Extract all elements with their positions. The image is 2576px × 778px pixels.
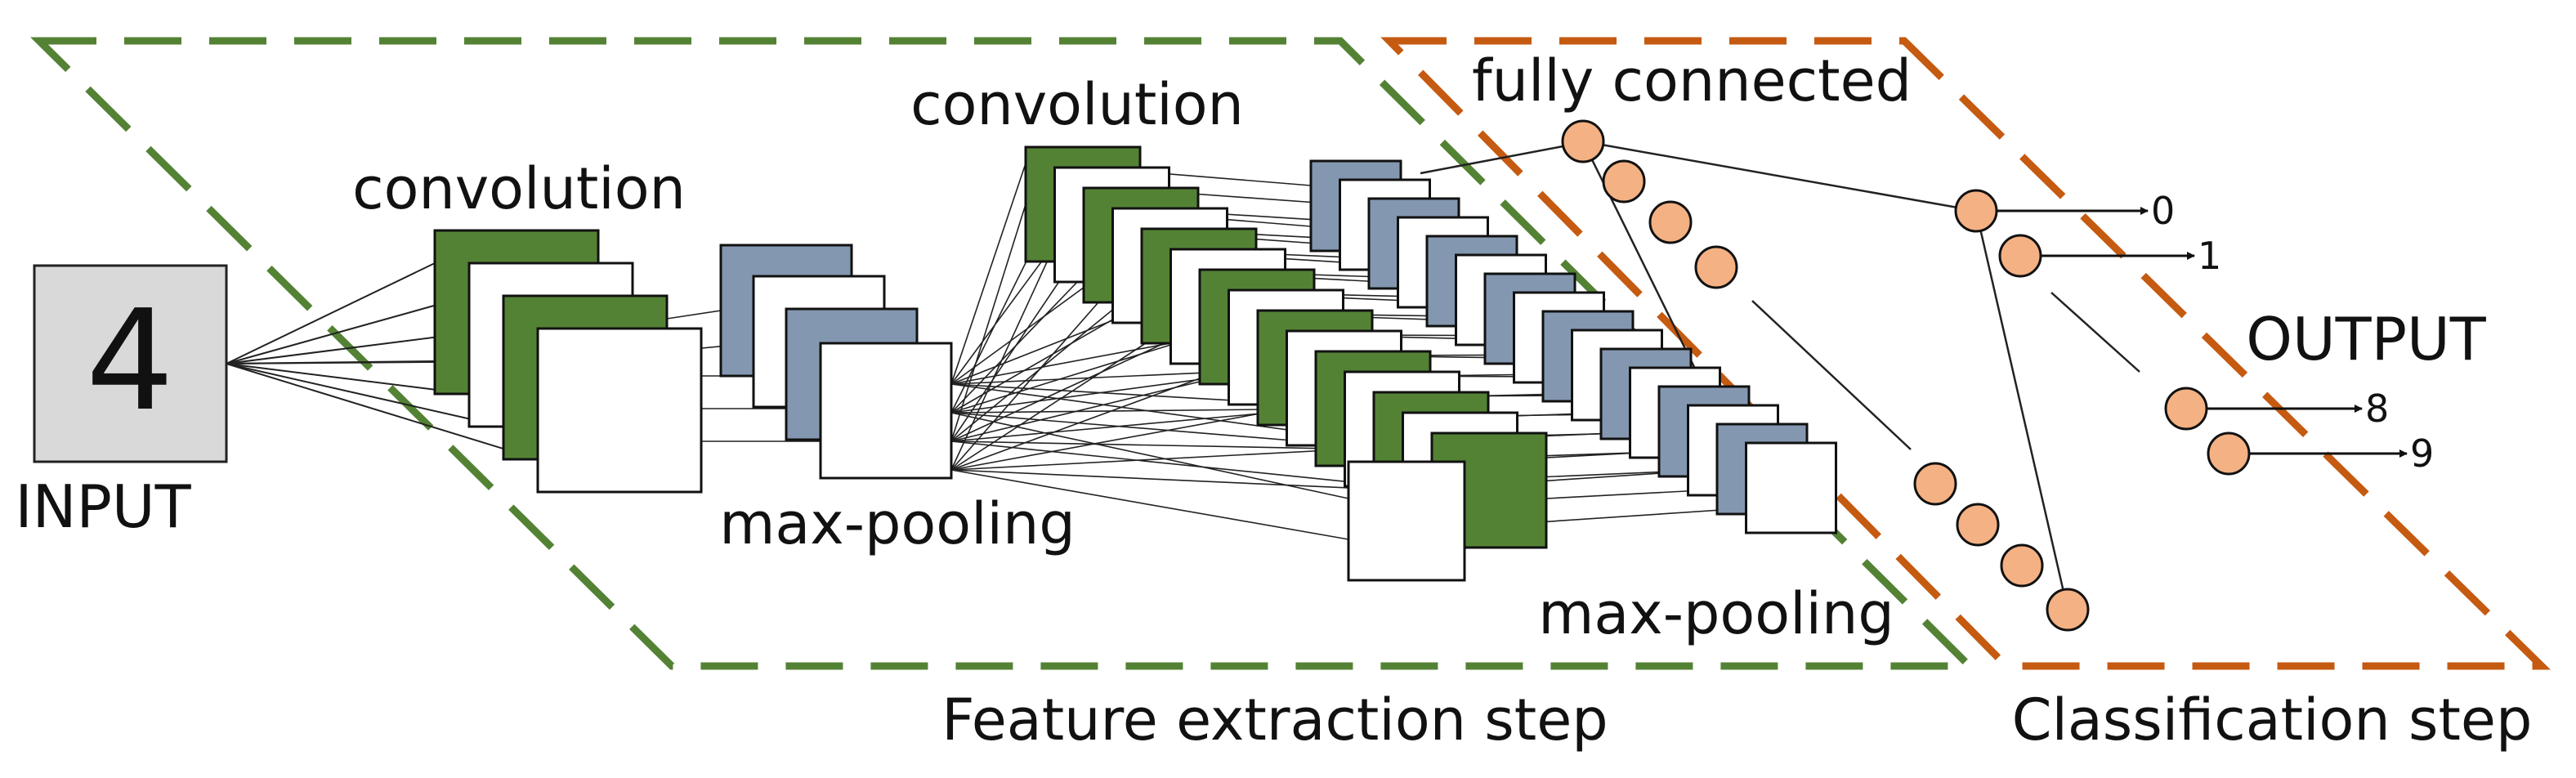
fully-connected-neurons (1561, 119, 2090, 632)
output-neurons: 01 89 (1954, 189, 2434, 476)
fc-neuron-6 (1956, 503, 2000, 547)
pool1-conv2-line (950, 408, 1317, 442)
pool1-conv2-line (950, 367, 1229, 471)
input-line (226, 295, 470, 364)
conv1-feature-maps (433, 229, 703, 494)
fc-neuron-1 (1561, 119, 1605, 163)
output-class-label-1: 0 (2151, 189, 2175, 233)
fc-neuron-7 (2000, 543, 2044, 588)
pool1-conv2-line (950, 408, 1287, 471)
fc-line (1420, 144, 1568, 175)
conv1-label: convolution (352, 155, 686, 222)
feature-extraction-region (30, 37, 1979, 670)
pool1-conv2-line (950, 412, 1349, 499)
output-class-label-3: 8 (2365, 387, 2389, 431)
feature-extraction-step-label: Feature extraction step (941, 686, 1608, 753)
input-line (226, 363, 539, 460)
pool1-conv2-line (950, 203, 1026, 442)
fc-line (2051, 292, 2140, 373)
pool1-feature-maps (719, 244, 953, 480)
fully-connected-label: fully connected (1472, 47, 1912, 114)
pool1-conv2-line (950, 440, 1375, 450)
conv2-feature-maps (1024, 145, 1548, 582)
conv2-map-16 (1347, 460, 1466, 582)
fc-neuron-5 (1913, 462, 1957, 506)
input-line (226, 363, 504, 427)
output-class-label-4: 9 (2410, 431, 2434, 476)
pool1-label: max-pooling (719, 490, 1076, 557)
fc-neuron-2 (1602, 159, 1646, 203)
input-line (226, 262, 436, 364)
fc-neuron-3 (1648, 200, 1693, 244)
fc-neuron-4 (1694, 245, 1738, 289)
pool1-conv2-line (950, 469, 1349, 540)
pool2-feature-maps (1309, 159, 1837, 534)
output-label: OUTPUT (2246, 305, 2486, 373)
pool1-conv2-line (950, 244, 1056, 471)
pool2-map-16 (1745, 441, 1837, 534)
output-neuron-3 (2164, 387, 2208, 431)
fc-neuron-8 (2046, 588, 2090, 632)
fc-line (1974, 210, 2069, 610)
output-neuron-4 (2207, 431, 2251, 476)
input-image (33, 264, 228, 463)
fc-line (1582, 140, 1977, 212)
output-class-label-2: 1 (2198, 234, 2221, 278)
input-digit: 4 (86, 280, 174, 442)
pool1-conv2-line (950, 163, 1026, 385)
pool2-label: max-pooling (1538, 580, 1894, 647)
pool1-conv2-line (950, 469, 1403, 491)
conv1-pool1-line (666, 310, 722, 320)
input-label: INPUT (15, 472, 191, 541)
output-neuron-2 (1998, 234, 2042, 278)
input-line (226, 363, 470, 395)
conv1-map-4 (536, 327, 703, 494)
classification-step-label: Classification step (2012, 686, 2533, 753)
pool1-map-4 (819, 342, 953, 480)
conv2-label: convolution (910, 71, 1244, 138)
fc-line (1751, 300, 1912, 450)
pool1-conv2-line (950, 449, 1345, 471)
output-neuron-1 (1954, 189, 1998, 233)
